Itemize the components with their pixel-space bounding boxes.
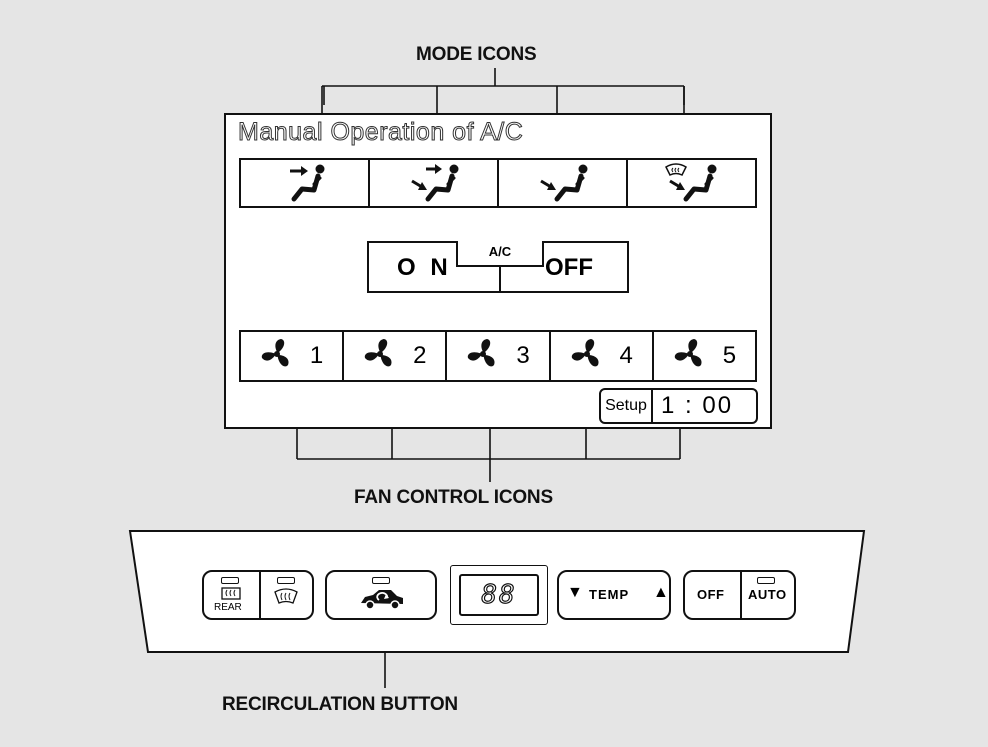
mode-button-bi-level[interactable] xyxy=(368,158,499,208)
fan-button-4[interactable]: 4 xyxy=(548,330,654,382)
fan-button-1[interactable]: 1 xyxy=(239,330,345,382)
ac-on-button[interactable]: O N xyxy=(397,254,452,281)
fan-icon xyxy=(260,337,294,376)
auto-indicator xyxy=(757,577,775,584)
temp-control-button: ▼ TEMP ▲ xyxy=(557,570,671,620)
auto-button[interactable]: AUTO xyxy=(748,587,787,602)
defrost-button-group: REAR xyxy=(202,570,314,620)
defrost-divider xyxy=(259,572,261,618)
off-auto-button-group: OFF AUTO xyxy=(683,570,796,620)
clock-display: 1 : 00 xyxy=(661,392,734,419)
temperature-display: 88 xyxy=(450,565,548,625)
fan-icon xyxy=(363,337,397,376)
mode-icons-callout: MODE ICONS xyxy=(416,44,537,65)
setup-button[interactable]: Setup xyxy=(601,390,653,422)
fan-button-5[interactable]: 5 xyxy=(651,330,758,382)
fan-icon xyxy=(673,337,707,376)
fan-button-3[interactable]: 3 xyxy=(445,330,551,382)
temperature-readout: 88 xyxy=(459,574,539,616)
off-button[interactable]: OFF xyxy=(697,587,725,602)
mode-button-floor-defrost[interactable] xyxy=(626,158,757,208)
fan-control-row: 1 2 3 4 5 xyxy=(239,330,758,382)
ac-toggle: A/C O N OFF xyxy=(367,241,629,293)
bi-level-mode-icon xyxy=(394,159,474,208)
recirculation-indicator xyxy=(372,577,390,584)
rear-defrost-indicator xyxy=(221,577,239,584)
floor-mode-icon xyxy=(523,159,603,208)
temp-label: TEMP xyxy=(589,587,630,602)
recirculation-button-callout: RECIRCULATION BUTTON xyxy=(222,694,458,715)
front-defrost-indicator xyxy=(277,577,295,584)
fan-icon xyxy=(466,337,500,376)
front-defrost-icon xyxy=(273,588,299,611)
mode-button-vent[interactable] xyxy=(239,158,370,208)
temp-up-button[interactable]: ▲ xyxy=(653,584,669,601)
fan-level-label: 3 xyxy=(516,342,530,369)
rear-defrost-button[interactable]: REAR xyxy=(204,572,259,618)
ac-off-button[interactable]: OFF xyxy=(545,254,593,281)
fan-button-2[interactable]: 2 xyxy=(342,330,448,382)
screen-title: Manual Operation of A/C xyxy=(237,118,524,147)
fan-level-label: 1 xyxy=(309,342,324,369)
setup-clock-box: Setup 1 : 00 xyxy=(599,388,758,424)
fan-level-label: 2 xyxy=(413,342,427,369)
rear-defrost-label: REAR xyxy=(214,602,242,613)
ac-tab-label: A/C xyxy=(456,241,544,267)
vent-mode-icon xyxy=(270,159,340,208)
temp-down-button[interactable]: ▼ xyxy=(567,584,583,601)
rear-defrost-icon xyxy=(220,587,242,606)
fan-icon xyxy=(570,337,604,376)
ac-divider xyxy=(499,267,501,293)
off-auto-divider xyxy=(740,572,742,618)
fan-level-label: 5 xyxy=(722,342,737,369)
mode-icon-row xyxy=(239,158,757,208)
floor-defrost-mode-icon xyxy=(652,159,732,208)
recirculation-icon xyxy=(357,587,407,616)
fan-control-icons-callout: FAN CONTROL ICONS xyxy=(354,487,553,508)
fan-level-label: 4 xyxy=(619,342,633,369)
recirculation-button[interactable] xyxy=(325,570,437,620)
front-defrost-button[interactable] xyxy=(261,572,312,618)
